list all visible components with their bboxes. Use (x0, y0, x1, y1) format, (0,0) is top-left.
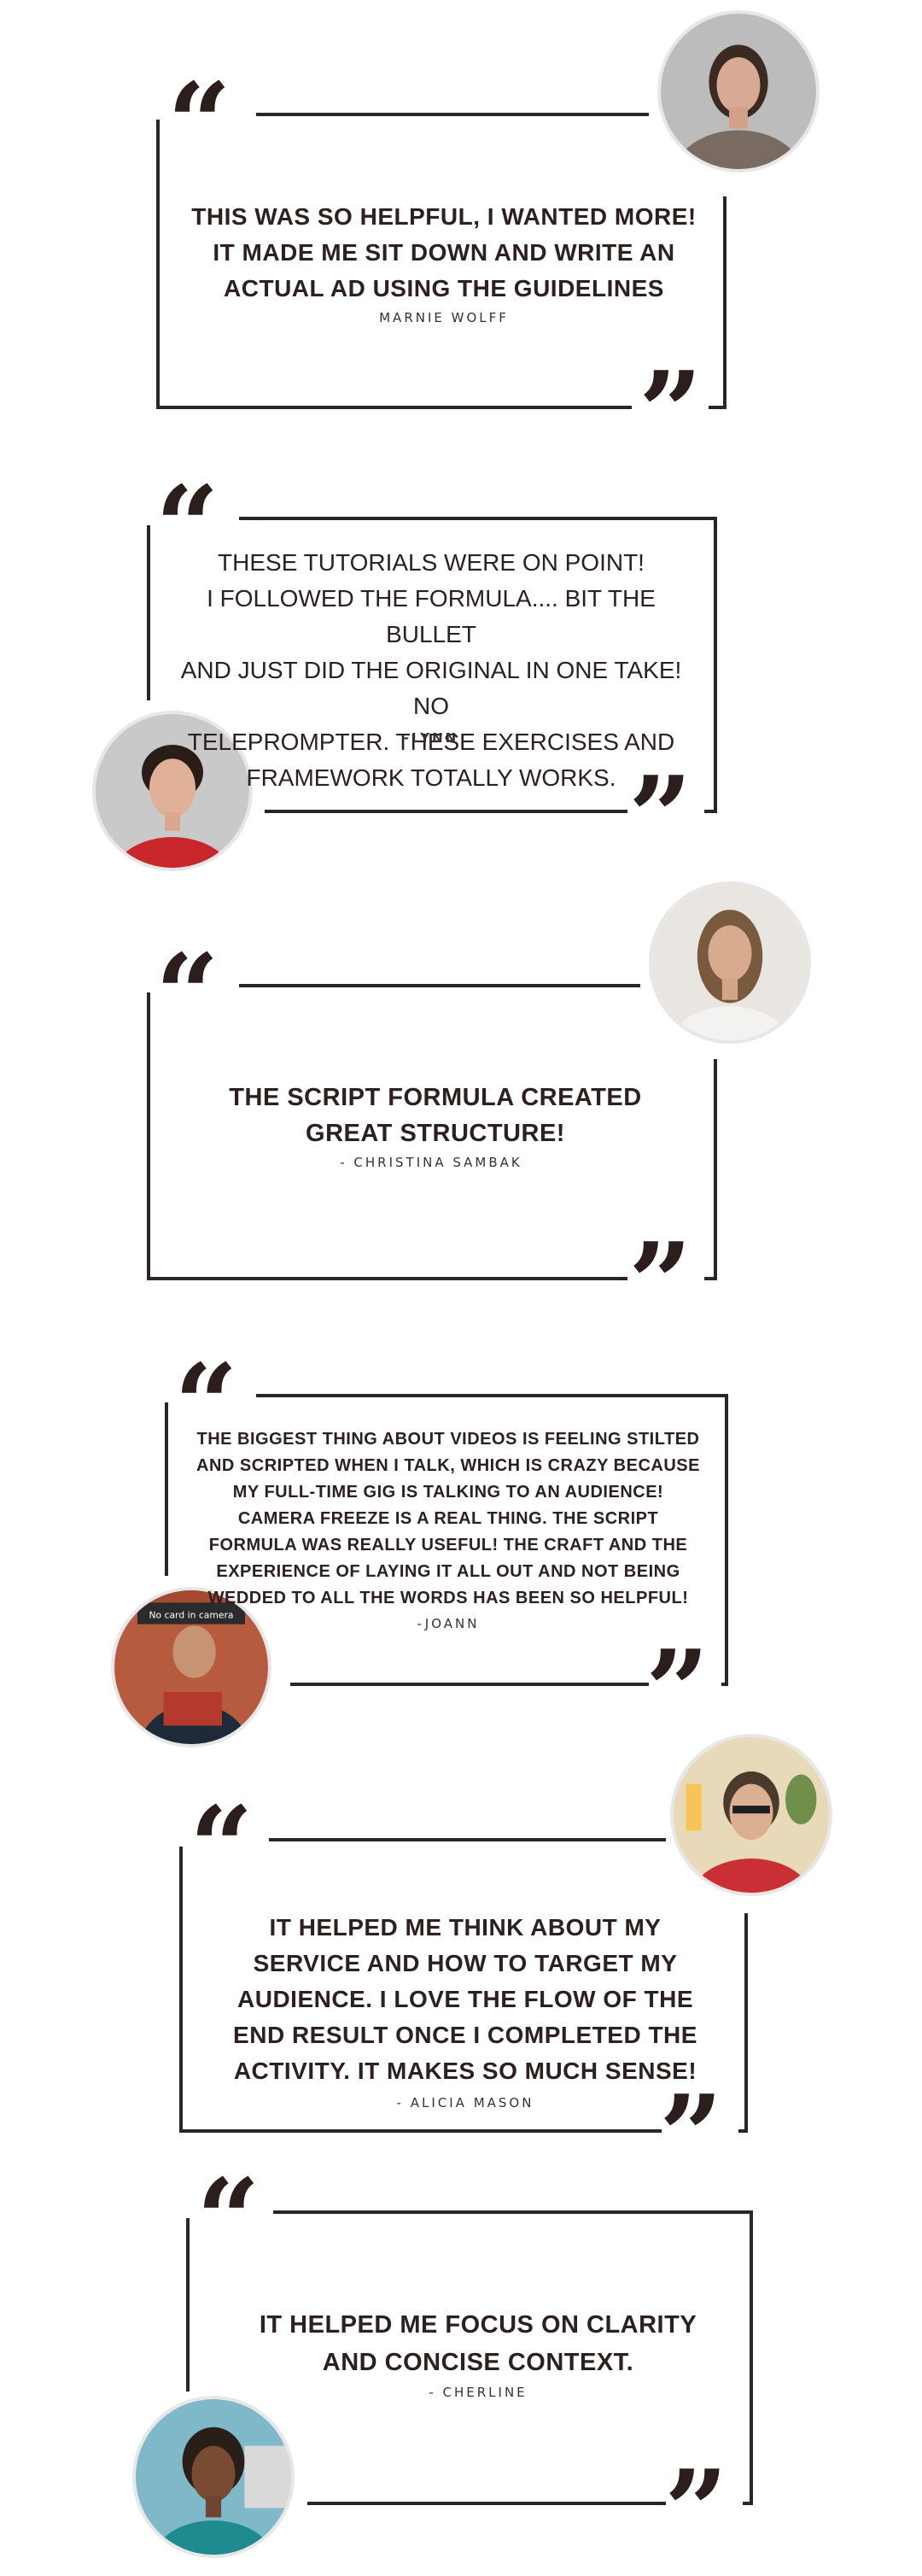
testimonial-text: IT HELPED ME THINK ABOUT MY SERVICE AND … (233, 1914, 697, 2084)
testimonial-author: -JOANN (417, 1616, 480, 1631)
testimonial-author: MARNIE WOLFF (379, 310, 509, 325)
avatar (670, 1734, 832, 1896)
avatar (649, 881, 811, 1044)
text-line: THESE TUTORIALS WERE ON POINT! (218, 549, 645, 576)
close-quote-icon: ” (664, 2445, 728, 2576)
text-line: I FOLLOWED THE FORMULA.... BIT THE BULLE… (207, 585, 656, 647)
testimonial-text: THESE TUTORIALS WERE ON POINT! I FOLLOWE… (171, 545, 692, 796)
text-line: FRAMEWORK TOTALLY WORKS. (246, 764, 616, 791)
open-quote-icon: “ (196, 2154, 260, 2285)
quote-frame (179, 1838, 748, 2133)
avatar (657, 10, 820, 173)
avatar: No card in camera (111, 1587, 271, 1748)
text-line: AND JUST DID THE ORIGINAL IN ONE TAKE! N… (180, 657, 682, 719)
testimonial-text: THE SCRIPT FORMULA CREATED GREAT STRUCTU… (229, 1084, 642, 1147)
avatar (92, 711, 253, 871)
testimonial-author: - CHRISTINA SAMBAK (340, 1155, 522, 1170)
open-quote-icon: “ (167, 58, 231, 189)
close-quote-icon: ” (645, 1625, 709, 1756)
quote-frame (147, 984, 717, 1280)
quote-frame (156, 113, 727, 409)
testimonial-text: THIS WAS SO HELPFUL, I WANTED MORE! IT M… (191, 203, 697, 302)
testimonial-author: - CHERLINE (429, 2385, 528, 2400)
close-quote-icon: ” (639, 347, 703, 477)
close-quote-icon: ” (628, 1218, 692, 1349)
open-quote-icon: “ (155, 929, 219, 1060)
testimonial-text: THE BIGGEST THING ABOUT VIDEOS IS FEELIN… (196, 1430, 700, 1607)
avatar (132, 2396, 295, 2558)
open-quote-icon: “ (190, 1782, 254, 1912)
testimonial-author: -LYNN (403, 730, 459, 746)
testimonial-author: - ALICIA MASON (396, 2095, 534, 2111)
text-line: TELEPROMPTER. THESE EXERCISES AND (187, 729, 675, 755)
camera-screen-text: No card in camera (149, 1609, 233, 1620)
testimonial-text: IT HELPED ME FOCUS ON CLARITY AND CONCIS… (259, 2311, 697, 2376)
